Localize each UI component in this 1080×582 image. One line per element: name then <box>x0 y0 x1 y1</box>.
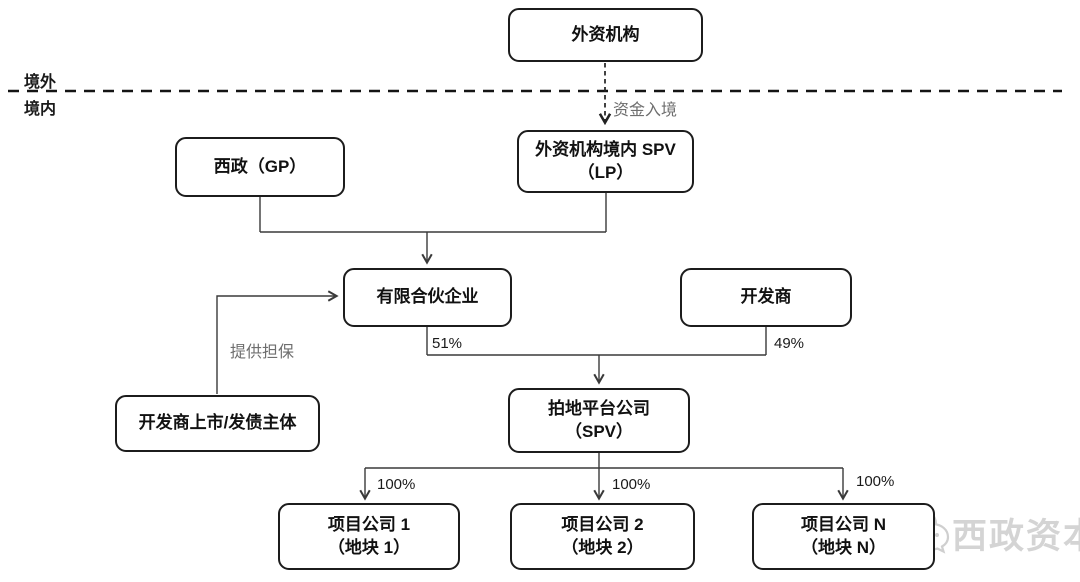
node-guarantor: 开发商上市/发债主体 <box>115 395 320 452</box>
node-project-company-2: 项目公司 2 （地块 2） <box>510 503 695 570</box>
node-gp-label: 西政（GP） <box>213 156 307 176</box>
edge-label-guarantee: 提供担保 <box>230 344 295 361</box>
edge-label-100pct-project2: 100% <box>612 476 651 493</box>
node-projectN-label-line1: 项目公司 N <box>801 514 886 534</box>
node-guarantor-label: 开发商上市/发债主体 <box>138 413 297 433</box>
onshore-label: 境内 <box>24 101 57 118</box>
node-foreign-institution-label: 外资机构 <box>571 24 640 44</box>
edge-label-100pct-project1: 100% <box>377 476 416 493</box>
edge-label-100pct-projectN: 100% <box>856 473 895 490</box>
edge-label-51pct: 51% <box>432 335 463 352</box>
node-lp-spv-label-line2: （LP） <box>577 162 634 182</box>
edge-label-funds-inbound: 资金入境 <box>613 102 678 119</box>
edge-gp-lp-merge <box>259 193 607 233</box>
node-gp: 西政（GP） <box>175 137 345 197</box>
node-project2-label-line1: 项目公司 2 <box>561 514 644 534</box>
edge-label-49pct: 49% <box>774 335 805 352</box>
node-developer-label: 开发商 <box>740 287 792 307</box>
node-limited-partnership-label: 有限合伙企业 <box>376 287 479 307</box>
node-land-platform-spv: 拍地平台公司 （SPV） <box>508 388 690 453</box>
edge-pct-merge <box>426 327 767 356</box>
watermark-text: 西政资本 <box>952 517 1080 556</box>
node-project1-label-line2: （地块 1） <box>327 537 411 557</box>
node-project1-label-line1: 项目公司 1 <box>327 514 411 534</box>
node-project-company-1: 项目公司 1 （地块 1） <box>278 503 460 570</box>
node-land-platform-label-line2: （SPV） <box>564 421 634 441</box>
node-project-company-n: 项目公司 N （地块 N） <box>752 503 935 570</box>
node-lp-spv-label-line1: 外资机构境内 SPV <box>535 139 676 159</box>
node-land-platform-label-line1: 拍地平台公司 <box>548 398 650 418</box>
node-limited-partnership: 有限合伙企业 <box>343 268 512 327</box>
node-lp-spv: 外资机构境内 SPV （LP） <box>517 130 694 193</box>
node-projectN-label-line2: （地块 N） <box>801 537 886 557</box>
offshore-label: 境外 <box>24 74 57 91</box>
node-project2-label-line2: （地块 2） <box>561 537 644 557</box>
edge-fanout-rail <box>365 453 843 469</box>
node-foreign-institution: 外资机构 <box>508 8 703 62</box>
node-developer: 开发商 <box>680 268 852 327</box>
